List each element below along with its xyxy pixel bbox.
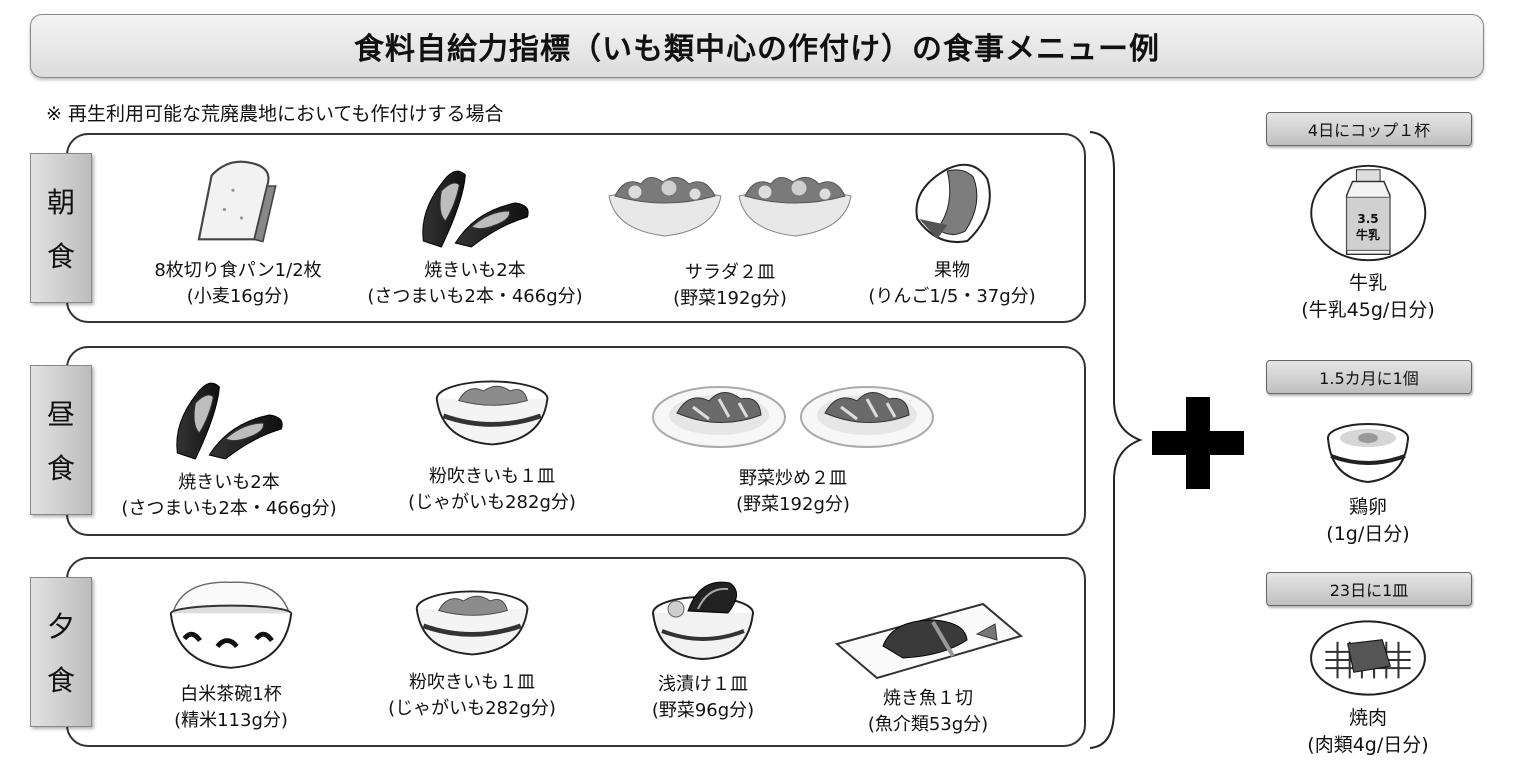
menu-item: サラダ２皿 (野菜192g分) <box>605 168 855 312</box>
menu-item: 焼きいも2本 (さつまいも2本・466g分) <box>121 372 337 522</box>
extra-item-meat: 焼肉 (肉類4g/日分) <box>1307 617 1429 759</box>
baked-sweet-potato-icon <box>415 160 535 252</box>
item-name: 焼きいも2本 <box>178 472 280 493</box>
item-amount: (じゃがいも282g分) <box>408 492 576 513</box>
salad-icon <box>605 168 725 242</box>
breakfast-label: 朝 食 <box>30 153 92 303</box>
curly-brace-icon <box>1089 131 1143 749</box>
note-text: ※ 再生利用可能な荒廃農地においても作付けする場合 <box>46 103 504 125</box>
item-name: 焼き魚１切 <box>883 688 973 709</box>
apple-slice-icon <box>907 156 997 252</box>
item-name: 牛乳 <box>1348 272 1387 294</box>
item-amount: (さつまいも2本・466g分) <box>367 286 583 307</box>
bottle-label: 3.5 <box>1357 212 1379 226</box>
potato-bowl-icon <box>410 582 534 662</box>
label-char: 食 <box>46 664 75 697</box>
item-name: サラダ２皿 <box>685 262 775 283</box>
label-char: 昼 <box>46 398 75 431</box>
item-name: 鶏卵 <box>1348 496 1387 518</box>
item-amount: (野菜96g分) <box>651 700 755 721</box>
rice-bowl-icon <box>163 578 299 676</box>
menu-item: 白米茶碗1杯 (精米113g分) <box>163 578 299 734</box>
menu-item: 果物 (りんご1/5・37g分) <box>868 156 1036 310</box>
label-char: 朝 <box>46 186 75 219</box>
item-amount: (精米113g分) <box>174 710 288 731</box>
item-name: 焼肉 <box>1348 707 1387 729</box>
item-amount: (肉類4g/日分) <box>1307 734 1429 756</box>
grilled-fish-icon <box>833 600 1023 680</box>
item-name: 8枚切り食パン1/2枚 <box>154 260 322 281</box>
pickles-bowl-icon <box>648 570 758 666</box>
grilled-meat-icon <box>1307 617 1429 699</box>
item-amount: (りんご1/5・37g分) <box>868 286 1036 307</box>
menu-item: 粉吹きいも１皿 (じゃがいも282g分) <box>388 582 556 722</box>
dinner-label: 夕 食 <box>30 577 92 727</box>
bread-slice-icon <box>190 152 286 252</box>
stir-fry-vegetables-icon <box>649 370 789 452</box>
egg-bowl-icon <box>1323 408 1413 488</box>
baked-sweet-potato-icon <box>169 372 289 464</box>
label-char: 夕 <box>46 610 75 643</box>
item-name: 果物 <box>934 260 970 281</box>
bottle-label: 牛乳 <box>1355 228 1380 242</box>
item-name: 粉吹きいも１皿 <box>408 672 535 693</box>
menu-item: 焼きいも2本 (さつまいも2本・466g分) <box>367 160 583 310</box>
menu-item: 浅漬け１皿 (野菜96g分) <box>648 570 758 724</box>
plus-icon <box>1152 397 1244 489</box>
menu-item: 8枚切り食パン1/2枚 (小麦16g分) <box>154 152 322 310</box>
menu-item: 焼き魚１切 (魚介類53g分) <box>833 600 1023 738</box>
item-amount: (牛乳45g/日分) <box>1301 299 1435 321</box>
item-amount: (1g/日分) <box>1326 523 1410 545</box>
stir-fry-vegetables-icon <box>797 370 937 452</box>
item-amount: (野菜192g分) <box>673 288 787 309</box>
lunch-label: 昼 食 <box>30 365 92 515</box>
extra-item-milk: 3.5 牛乳 牛乳 (牛乳45g/日分) <box>1301 162 1435 324</box>
item-amount: (さつまいも2本・466g分) <box>121 498 337 519</box>
item-name: 粉吹きいも１皿 <box>428 466 555 487</box>
item-name: 浅漬け１皿 <box>658 674 748 695</box>
item-amount: (小麦16g分) <box>186 286 290 307</box>
salad-icon <box>735 168 855 242</box>
page-title: 食料自給力指標（いも類中心の作付け）の食事メニュー例 <box>30 14 1484 78</box>
frequency-badge: 23日に1皿 <box>1266 572 1472 606</box>
extra-item-egg: 鶏卵 (1g/日分) <box>1323 408 1413 548</box>
item-name: 野菜炒め２皿 <box>739 468 847 489</box>
menu-item: 野菜炒め２皿 (野菜192g分) <box>649 370 937 518</box>
item-amount: (じゃがいも282g分) <box>388 698 556 719</box>
item-name: 白米茶碗1杯 <box>180 684 282 705</box>
potato-bowl-icon <box>430 372 554 452</box>
frequency-badge: 4日にコップ１杯 <box>1266 112 1472 146</box>
frequency-badge: 1.5カ月に1個 <box>1266 360 1472 394</box>
label-char: 食 <box>46 240 75 273</box>
menu-item: 粉吹きいも１皿 (じゃがいも282g分) <box>408 372 576 516</box>
item-name: 焼きいも2本 <box>424 260 526 281</box>
item-amount: (魚介類53g分) <box>867 714 989 735</box>
label-char: 食 <box>46 452 75 485</box>
item-amount: (野菜192g分) <box>736 494 850 515</box>
